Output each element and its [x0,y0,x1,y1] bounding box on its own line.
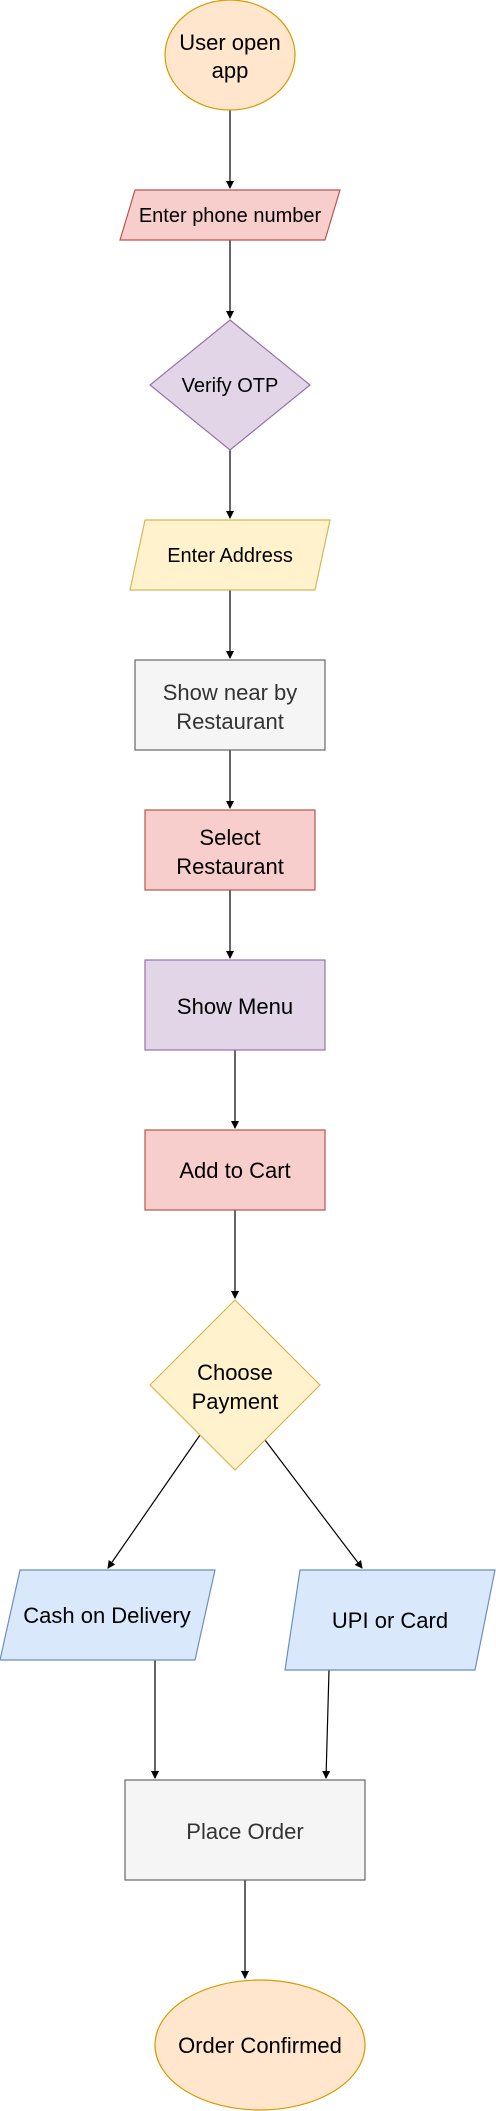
node-label: UPI or Card [332,1608,448,1633]
node-label: Restaurant [176,854,284,879]
node-order-confirmed: Order Confirmed [154,1979,366,2111]
node-label: Add to Cart [179,1158,290,1183]
decision-diamond [149,1299,321,1471]
node-label: Payment [192,1389,279,1414]
node-choose-payment: Choose Payment [149,1299,321,1471]
node-label: Show Menu [177,994,293,1019]
node-label: Show near by [163,680,298,705]
edge-payment-to-cash [107,1434,201,1569]
process-box [144,959,326,1051]
process-box [134,659,326,751]
process-box [144,1129,326,1211]
node-label: Place Order [186,1819,303,1844]
node-enter-phone-number: Enter phone number [119,189,341,241]
node-label: User open [179,30,281,55]
node-label: Enter Address [167,545,293,567]
node-label: app [212,58,249,83]
node-show-menu: Show Menu [144,959,326,1051]
node-cash-on-delivery: Cash on Delivery [0,1569,216,1661]
input-parallelogram [0,1569,216,1661]
decision-diamond [149,319,311,451]
input-parallelogram [119,189,341,241]
edge-payment-to-upi [264,1439,363,1569]
node-upi-or-card: UPI or Card [284,1569,496,1671]
node-label: Restaurant [176,709,284,734]
process-box [144,809,316,891]
node-label: Verify OTP [182,375,279,397]
node-place-order: Place Order [124,1779,366,1881]
node-verify-otp: Verify OTP [149,319,311,451]
process-box [124,1779,366,1881]
input-parallelogram [284,1569,496,1671]
node-select-restaurant: Select Restaurant [144,809,316,891]
node-enter-address: Enter Address [129,519,331,591]
start-ellipse [164,0,296,111]
node-user-open-app: User open app [164,0,296,111]
end-ellipse [154,1979,366,2111]
node-show-nearby-restaurant: Show near by Restaurant [134,659,326,751]
edges [107,110,363,1979]
node-label: Cash on Delivery [23,1603,191,1628]
edge-upi-to-place-order [322,1669,331,1779]
node-add-to-cart: Add to Cart [144,1129,326,1211]
node-label: Enter phone number [139,205,322,227]
node-label: Select [199,825,260,850]
node-label: Choose [197,1360,273,1385]
node-label: Order Confirmed [178,2033,342,2058]
input-parallelogram [129,519,331,591]
